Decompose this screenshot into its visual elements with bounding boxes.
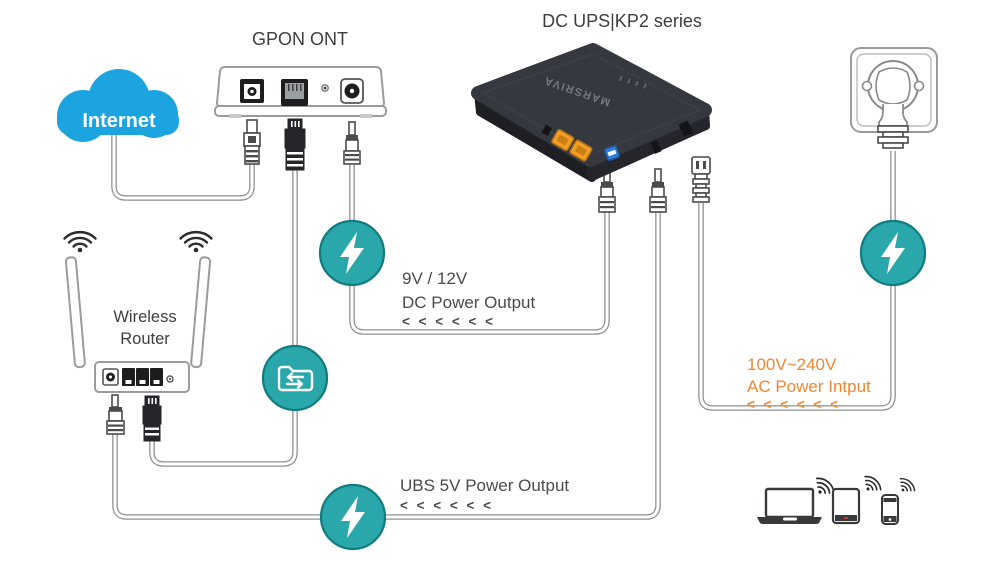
tablet-icon — [831, 487, 861, 525]
ups-usb-port — [604, 145, 620, 161]
usb-output-chevrons: < < < < < < — [400, 498, 494, 513]
optical-port — [240, 79, 264, 103]
dc-output-chevrons: < < < < < < — [402, 314, 496, 329]
dc-plug-ups-2 — [649, 168, 667, 213]
ethernet-plug-router — [142, 395, 162, 442]
ethernet-plug-ont — [284, 118, 306, 171]
dc-9v12v-cable — [349, 163, 610, 335]
wall-outlet — [850, 47, 938, 149]
gpon-ont-device: GPON ONT — [214, 29, 387, 118]
ac-input-label: 100V~240V AC Power Intput < < < < < < — [747, 355, 871, 412]
ac-input-chevrons: < < < < < < — [747, 397, 841, 412]
wifi-signal-icon — [858, 472, 885, 498]
power-badge-usb-output — [319, 483, 387, 551]
usb-5v-cable — [112, 212, 661, 520]
usb-output-label: UBS 5V Power Output < < < < < < — [400, 476, 569, 513]
ac-input-line2: AC Power Intput — [747, 377, 871, 396]
fiber-connector — [243, 119, 261, 165]
gpon-ont-title: GPON ONT — [252, 29, 348, 49]
ac-power-cable — [698, 151, 896, 411]
wifi-signal-icon — [894, 475, 918, 498]
smartphone-icon — [881, 494, 899, 525]
ethernet-cable — [149, 170, 298, 467]
power-badge-dc-output — [318, 219, 386, 287]
router-title-line2: Router — [120, 330, 170, 348]
fiber-cable — [111, 135, 255, 201]
data-transfer-badge — [261, 344, 329, 412]
usb-output-line1: UBS 5V Power Output — [400, 476, 569, 495]
dc-output-line2: DC Power Output — [402, 293, 535, 312]
wifi-signal-icon — [179, 230, 213, 254]
dc-plug-router — [106, 394, 125, 435]
dc-ups-device: DC UPS|KP2 series MARSRIVA — [471, 11, 712, 182]
router-dc-port — [102, 368, 119, 386]
internet-label: Internet — [82, 110, 156, 132]
ethernet-port — [281, 79, 308, 106]
internet-cloud: Internet — [57, 69, 179, 142]
power-plug — [877, 104, 909, 149]
dc-plug-ont — [343, 121, 361, 165]
ups-dc-output-ports — [551, 129, 593, 162]
ac-inlet-connector — [691, 156, 711, 203]
ups-side-port-2 — [678, 120, 693, 137]
dc-plug-ups-1 — [598, 168, 616, 213]
status-led — [321, 84, 329, 92]
dc-output-label: 9V / 12V DC Power Output < < < < < < — [402, 269, 535, 329]
power-badge-ac-input — [859, 219, 927, 287]
dc-ups-title: DC UPS|KP2 series — [542, 11, 702, 31]
wifi-signal-icon — [63, 230, 97, 254]
ups-small-port — [541, 124, 553, 136]
dc-output-line1: 9V / 12V — [402, 269, 468, 288]
router-reset-button — [166, 375, 174, 383]
ac-input-line1: 100V~240V — [747, 355, 837, 374]
wireless-router-device: Wireless Router — [63, 230, 213, 393]
ups-side-port-1 — [650, 140, 662, 154]
router-lan-ports — [122, 368, 163, 386]
router-title-line1: Wireless — [113, 308, 176, 326]
folder-transfer-icon — [277, 365, 314, 392]
client-devices — [757, 472, 918, 525]
laptop-icon — [757, 487, 822, 524]
ups-led-indicators — [618, 75, 647, 89]
dc-power-jack — [340, 78, 364, 104]
